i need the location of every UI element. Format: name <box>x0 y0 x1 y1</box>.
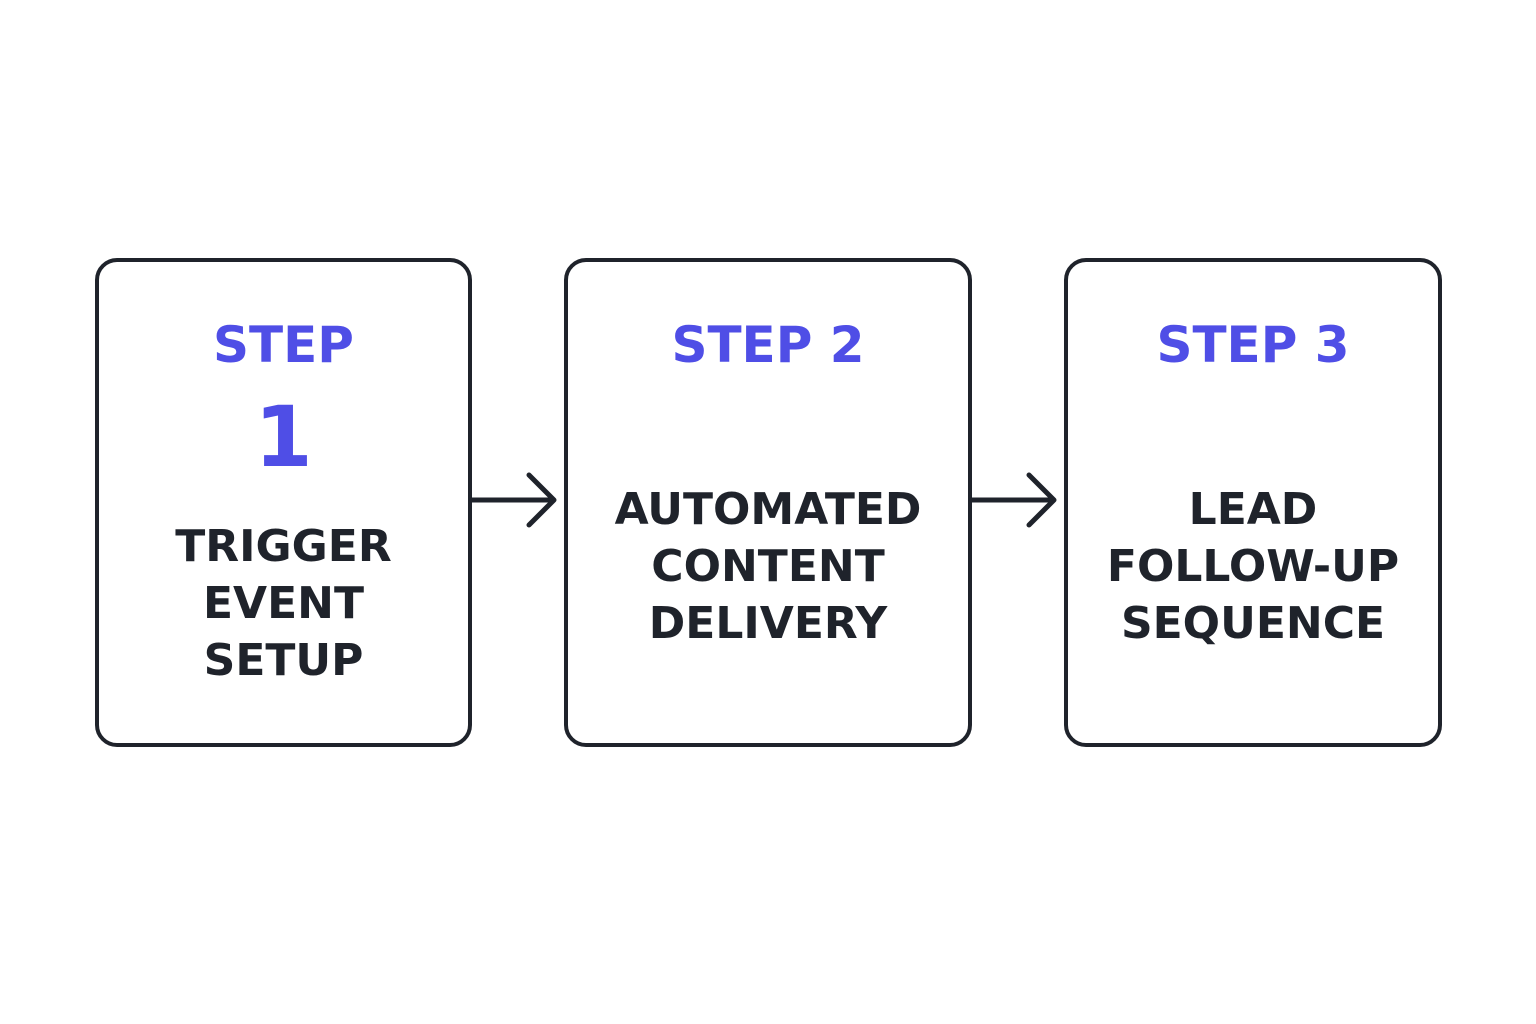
step-2-title: STEP 2 <box>671 316 865 374</box>
arrow-right-icon <box>969 472 1057 528</box>
step-3-title: STEP 3 <box>1156 316 1350 374</box>
step-3-box: STEP 3 LEAD FOLLOW-UP SEQUENCE <box>1064 258 1442 747</box>
step-3-description: LEAD FOLLOW-UP SEQUENCE <box>1106 484 1400 649</box>
step-2-box: STEP 2 AUTOMATED CONTENT DELIVERY <box>564 258 972 747</box>
step-1-description: TRIGGER EVENT SETUP <box>175 521 392 686</box>
step-1-box: STEP 1 TRIGGER EVENT SETUP <box>95 258 472 747</box>
arrow-right-icon <box>469 472 557 528</box>
step-1-title: STEP <box>213 316 354 374</box>
step-2-description: AUTOMATED CONTENT DELIVERY <box>614 484 922 649</box>
step-1-number: 1 <box>254 388 313 486</box>
